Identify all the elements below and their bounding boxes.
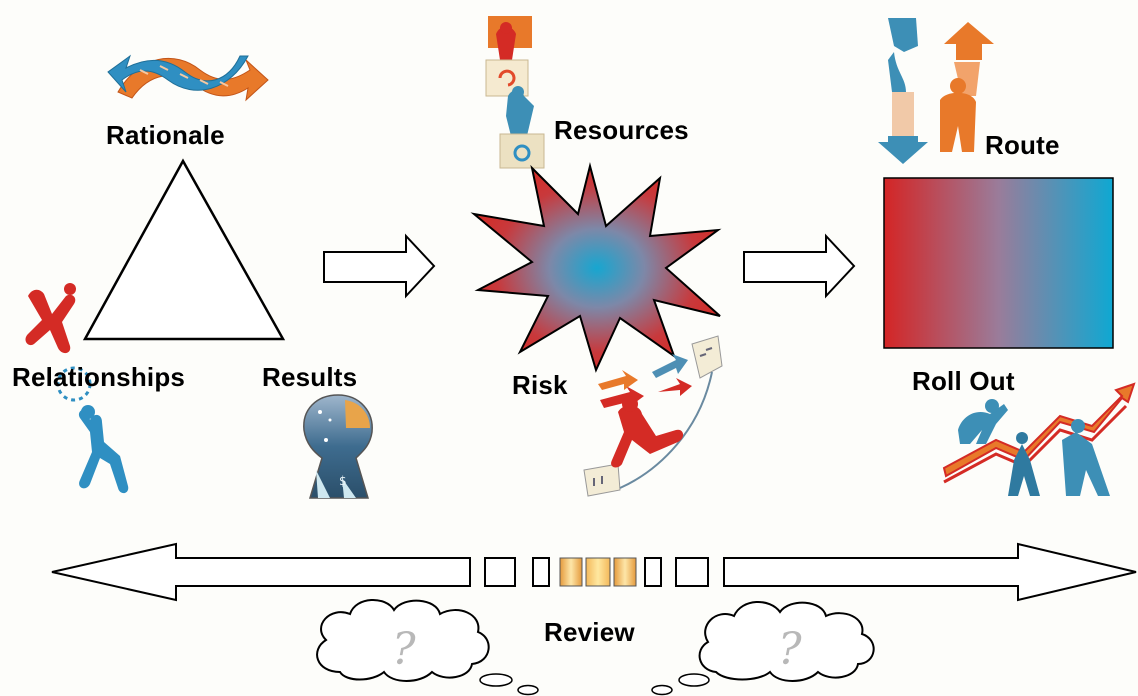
label-review: Review bbox=[544, 617, 635, 647]
review-arrow-left bbox=[51, 542, 471, 602]
label-results: Results bbox=[262, 362, 358, 392]
up-down-arrows-icon bbox=[878, 18, 994, 164]
twisted-arrows-icon bbox=[107, 54, 269, 102]
leaping-figure-icon bbox=[583, 335, 723, 497]
relationship-triangle bbox=[82, 158, 286, 341]
rising-graph-figures-icon bbox=[942, 382, 1136, 496]
label-resources: Resources bbox=[554, 115, 689, 145]
label-rationale: Rationale bbox=[106, 120, 225, 150]
svg-text:?: ? bbox=[392, 624, 416, 675]
keyhole-icon: $ bbox=[303, 394, 373, 499]
falling-figures-icon bbox=[25, 283, 129, 494]
svg-text:?: ? bbox=[778, 624, 802, 675]
roll-out-panel bbox=[883, 177, 1114, 349]
review-arrow-right bbox=[723, 542, 1137, 602]
thought-cloud-right: ? bbox=[651, 600, 875, 696]
progress-squares bbox=[484, 557, 709, 587]
flow-arrow-right bbox=[743, 233, 856, 299]
label-relationships: Relationships bbox=[12, 362, 186, 392]
label-roll-out: Roll Out bbox=[912, 366, 1015, 396]
flow-arrow-left bbox=[323, 233, 436, 299]
label-route: Route bbox=[985, 130, 1060, 160]
label-risk: Risk bbox=[512, 370, 568, 400]
thought-cloud-left: ? bbox=[316, 598, 539, 696]
svg-text:$: $ bbox=[339, 474, 347, 488]
stacked-figures-icon bbox=[485, 16, 545, 169]
risk-starburst bbox=[470, 162, 722, 373]
